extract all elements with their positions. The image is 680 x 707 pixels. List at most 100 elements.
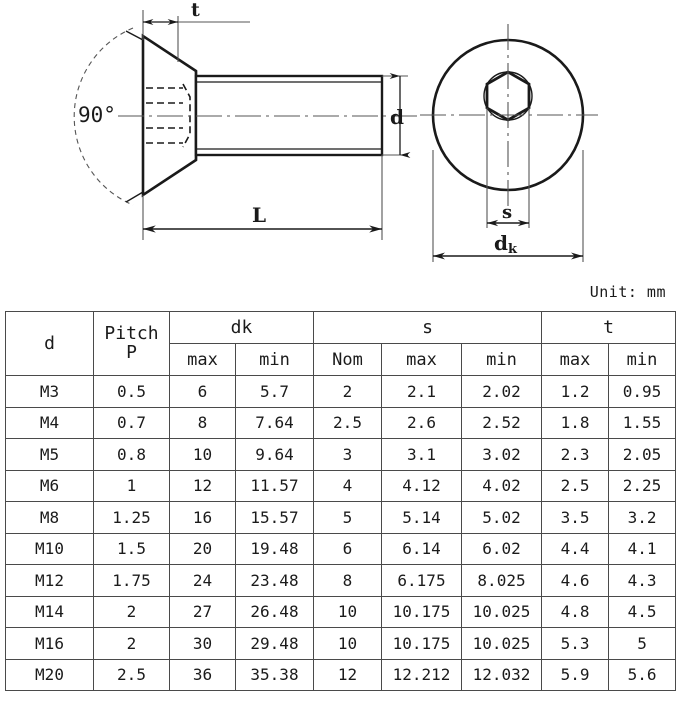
cell-pitch-p: 1.25	[93, 501, 170, 534]
cell-s-nom: 12	[313, 658, 382, 691]
cell-s-max: 6.14	[381, 532, 462, 565]
cell-s-nom: 5	[313, 501, 382, 534]
cell-dk-min: 11.57	[235, 469, 314, 502]
cell-dk-max: 20	[169, 532, 236, 565]
header-pitch-line1: Pitch	[104, 322, 159, 344]
cell-t-max: 4.6	[541, 564, 610, 597]
cell-d: M16	[5, 627, 94, 660]
cell-t-min: 0.95	[608, 375, 677, 408]
cell-t-max: 2.3	[541, 438, 610, 471]
cell-s-max: 2.6	[381, 406, 462, 439]
cell-dk-min: 29.48	[235, 627, 314, 660]
dk-label: dk	[494, 231, 518, 257]
cell-s-min: 3.02	[460, 438, 543, 471]
cell-pitch-p: 1.75	[93, 564, 170, 597]
cell-dk-max: 8	[169, 406, 236, 439]
angle-arrow-bottom	[125, 191, 144, 203]
cell-s-min: 10.025	[460, 595, 543, 628]
cell-t-max: 5.9	[541, 658, 610, 691]
cell-s-nom: 2	[313, 375, 382, 408]
cell-pitch-p: 2	[93, 627, 170, 660]
cell-pitch-p: 0.7	[93, 406, 170, 439]
header-dk-group: dk	[169, 311, 314, 344]
cell-dk-max: 12	[169, 469, 236, 502]
cell-pitch-p: 0.5	[93, 375, 170, 408]
cell-d: M12	[5, 564, 94, 597]
cell-dk-min: 9.64	[235, 438, 314, 471]
top-view: s dk	[420, 24, 598, 262]
cell-t-min: 4.5	[608, 595, 677, 628]
cell-dk-max: 10	[169, 438, 236, 471]
cell-s-min: 8.025	[460, 564, 543, 597]
cell-s-max: 5.14	[381, 501, 462, 534]
cell-s-nom: 6	[313, 532, 382, 565]
cell-t-min: 2.05	[608, 438, 677, 471]
screw-drawing-svg: 90° t d L	[73, 0, 598, 262]
header-dk-min: min	[235, 343, 314, 376]
header-s-min: min	[460, 343, 543, 376]
cell-pitch-p: 2.5	[93, 658, 170, 691]
cell-s-nom: 4	[313, 469, 382, 502]
header-pitch-line2: P	[126, 341, 137, 363]
cell-s-max: 10.175	[381, 595, 462, 628]
cell-s-min: 4.02	[460, 469, 543, 502]
header-s-nom: Nom	[313, 343, 382, 376]
cell-d: M10	[5, 532, 94, 565]
cell-dk-max: 36	[169, 658, 236, 691]
cell-d: M3	[5, 375, 94, 408]
cell-t-max: 1.8	[541, 406, 610, 439]
cell-d: M6	[5, 469, 94, 502]
cell-t-min: 1.55	[608, 406, 677, 439]
cell-dk-max: 24	[169, 564, 236, 597]
cell-t-max: 4.4	[541, 532, 610, 565]
cell-s-min: 12.032	[460, 658, 543, 691]
cell-t-min: 3.2	[608, 501, 677, 534]
unit-note: Unit: mm	[589, 283, 666, 301]
cell-s-min: 2.52	[460, 406, 543, 439]
cell-dk-max: 27	[169, 595, 236, 628]
L-label: L	[252, 203, 266, 227]
cell-s-max: 12.212	[381, 658, 462, 691]
cell-s-min: 2.02	[460, 375, 543, 408]
cell-dk-min: 15.57	[235, 501, 314, 534]
cell-dk-min: 7.64	[235, 406, 314, 439]
cell-s-nom: 2.5	[313, 406, 382, 439]
cell-s-max: 2.1	[381, 375, 462, 408]
cell-s-nom: 3	[313, 438, 382, 471]
cell-d: M5	[5, 438, 94, 471]
cell-pitch-p: 0.8	[93, 438, 170, 471]
cell-d: M14	[5, 595, 94, 628]
cell-s-max: 6.175	[381, 564, 462, 597]
cell-s-max: 3.1	[381, 438, 462, 471]
cell-s-max: 4.12	[381, 469, 462, 502]
cell-s-nom: 10	[313, 595, 382, 628]
cell-t-min: 5.6	[608, 658, 677, 691]
cell-dk-min: 26.48	[235, 595, 314, 628]
cell-t-max: 1.2	[541, 375, 610, 408]
cell-pitch-p: 2	[93, 595, 170, 628]
side-view: 90° t d L	[73, 0, 420, 240]
cell-t-min: 2.25	[608, 469, 677, 502]
cell-d: M4	[5, 406, 94, 439]
header-s-max: max	[381, 343, 462, 376]
header-d: d	[5, 311, 94, 376]
cell-dk-max: 6	[169, 375, 236, 408]
cell-dk-min: 23.48	[235, 564, 314, 597]
cell-dk-min: 35.38	[235, 658, 314, 691]
technical-drawing: 90° t d L	[0, 0, 680, 300]
cell-d: M20	[5, 658, 94, 691]
